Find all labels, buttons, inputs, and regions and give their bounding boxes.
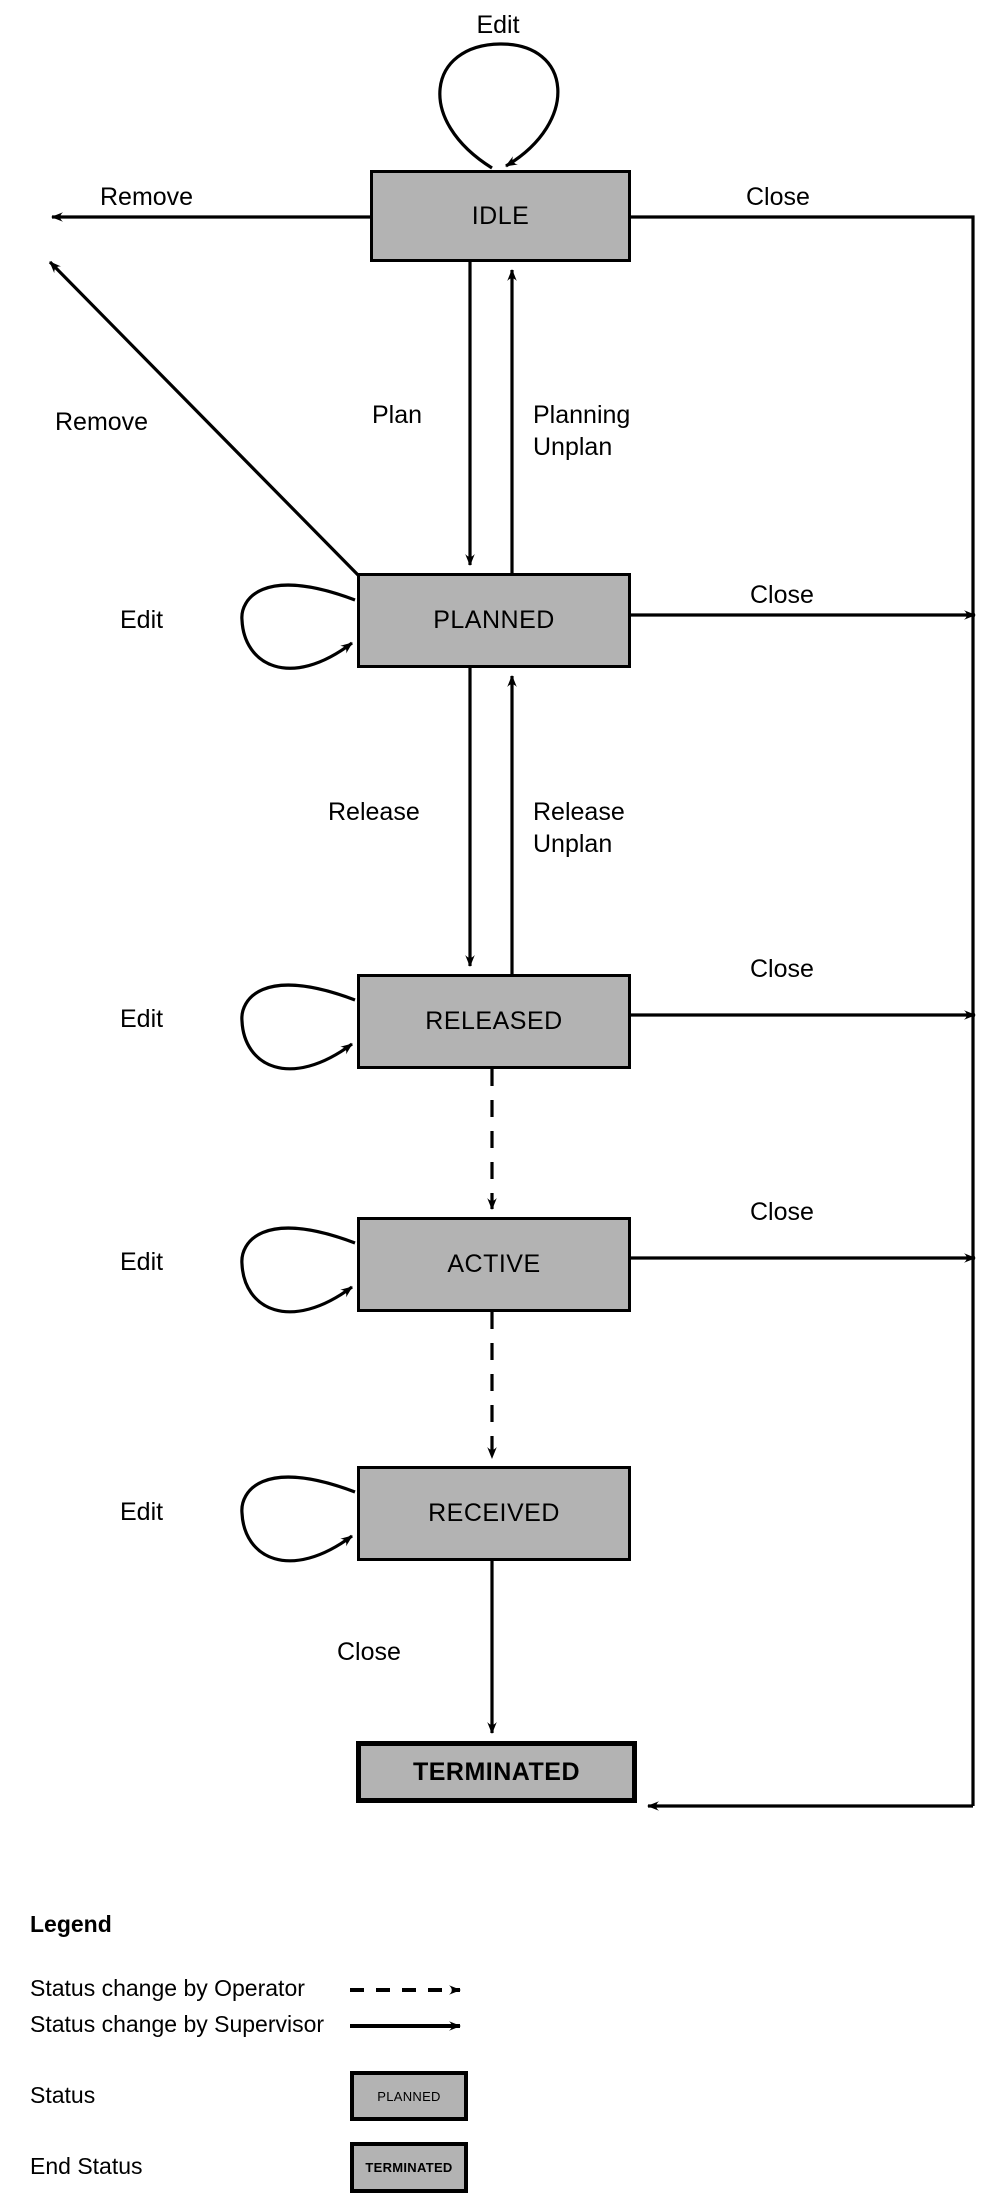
edge-label-edit-released: Edit bbox=[120, 1005, 164, 1033]
state-active-label: ACTIVE bbox=[447, 1250, 541, 1278]
edge-label-edit-idle: Edit bbox=[476, 11, 520, 39]
edge-active-edit bbox=[240, 1226, 356, 1314]
edge-planned-edit bbox=[240, 583, 356, 670]
state-idle-label: IDLE bbox=[471, 201, 530, 230]
state-terminated[interactable]: TERMINATED bbox=[356, 1741, 637, 1803]
legend-sample-end-status-box-label: TERMINATED bbox=[365, 2160, 453, 2175]
state-terminated-label: TERMINATED bbox=[412, 1757, 581, 1786]
edge-received-edit bbox=[240, 1475, 356, 1563]
edge-label-release-unplan-2: Unplan bbox=[533, 830, 613, 858]
legend-sample-status-box: PLANNED bbox=[350, 2071, 468, 2121]
edge-idle-edit bbox=[438, 42, 560, 170]
edge-label-remove-planned: Remove bbox=[55, 408, 149, 436]
edge-idle-close bbox=[631, 215, 975, 1806]
edge-label-plan: Plan bbox=[372, 401, 423, 429]
legend-label-supervisor: Status change by Supervisor bbox=[30, 2011, 325, 2037]
edge-label-edit-planned: Edit bbox=[120, 606, 164, 634]
state-active[interactable]: ACTIVE bbox=[357, 1217, 631, 1312]
state-released-label: RELEASED bbox=[425, 1007, 563, 1035]
state-received[interactable]: RECEIVED bbox=[357, 1466, 631, 1561]
edge-label-close-received: Close bbox=[337, 1638, 401, 1666]
state-received-label: RECEIVED bbox=[428, 1499, 560, 1527]
edge-label-planning: Planning bbox=[533, 401, 631, 429]
legend-title: Legend bbox=[30, 1911, 112, 1937]
edge-label-remove-idle: Remove bbox=[100, 183, 194, 211]
edge-label-close-idle: Close bbox=[746, 183, 810, 211]
edge-label-edit-received: Edit bbox=[120, 1498, 164, 1526]
state-released[interactable]: RELEASED bbox=[357, 974, 631, 1069]
legend-label-status: Status bbox=[30, 2082, 96, 2108]
edge-label-close-released: Close bbox=[750, 955, 814, 983]
edge-planned-remove bbox=[48, 260, 362, 579]
state-planned[interactable]: PLANNED bbox=[357, 573, 631, 668]
edge-label-close-planned: Close bbox=[750, 581, 814, 609]
legend-sample-status-box-label: PLANNED bbox=[377, 2088, 441, 2104]
legend-label-operator: Status change by Operator bbox=[30, 1975, 305, 2001]
edge-label-edit-active: Edit bbox=[120, 1248, 164, 1276]
edge-label-release-unplan-1: Release bbox=[533, 798, 625, 826]
edge-label-release: Release bbox=[328, 798, 420, 826]
state-idle[interactable]: IDLE bbox=[370, 170, 631, 262]
legend-label-end-status: End Status bbox=[30, 2153, 143, 2179]
edge-label-close-active: Close bbox=[750, 1198, 814, 1226]
legend-sample-end-status-box: TERMINATED bbox=[350, 2142, 468, 2193]
edge-label-unplan: Unplan bbox=[533, 433, 613, 461]
edge-released-edit bbox=[240, 983, 356, 1071]
state-planned-label: PLANNED bbox=[433, 606, 555, 634]
